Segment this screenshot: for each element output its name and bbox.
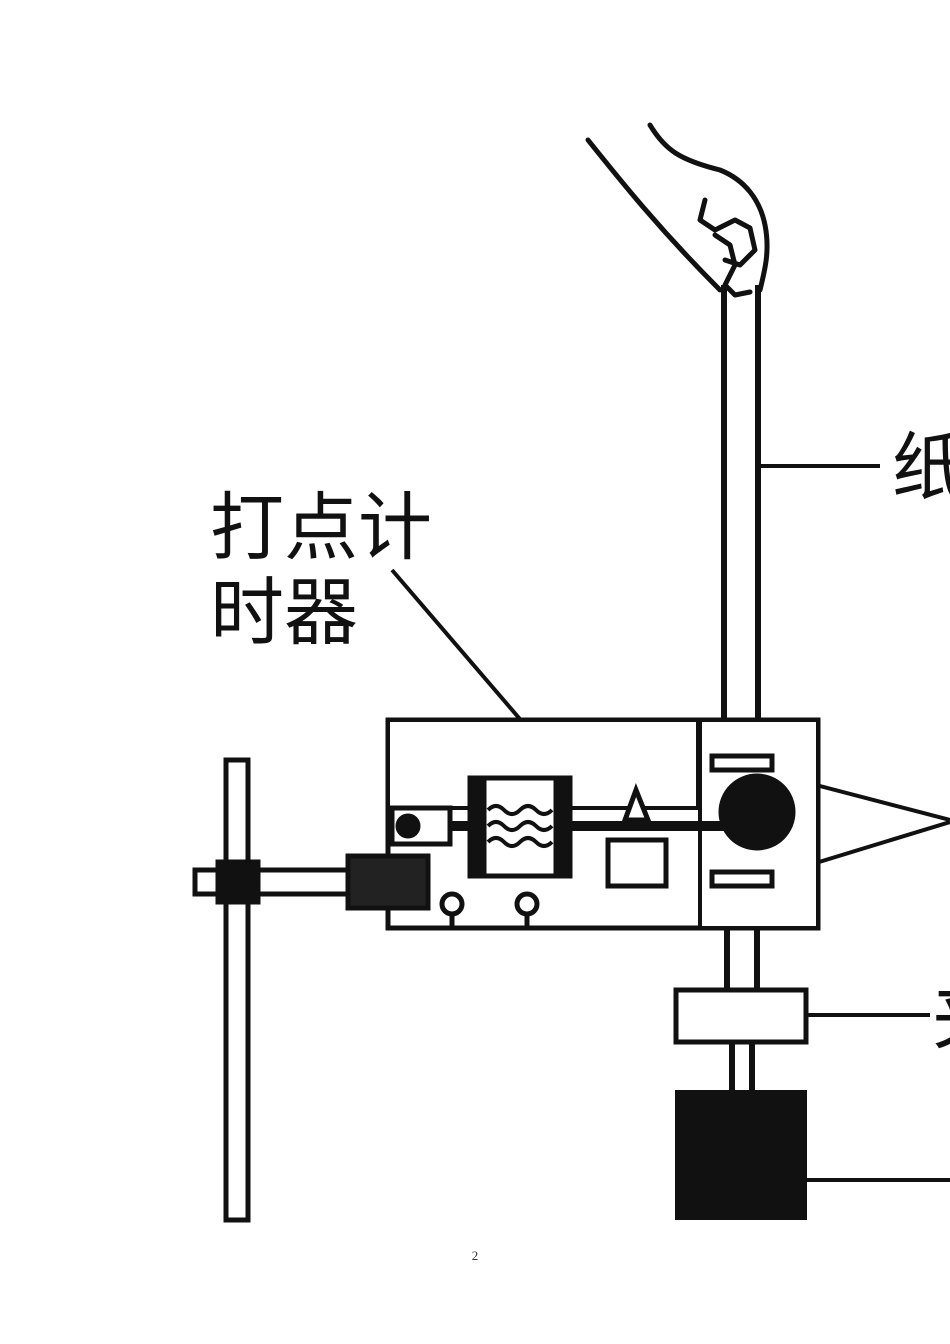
weight-block [675,1090,807,1220]
hand-illustration [585,122,770,298]
ticker-timer [345,717,821,931]
timer-label-line2: 时器 [210,570,358,656]
mounting-block [345,853,431,911]
carbon-disc [718,773,796,851]
limit-hole-lower [709,869,775,889]
terminal-left [439,891,465,917]
boss-clamp [215,859,261,905]
timer-label-line1: 打点计 [210,485,432,571]
tape-clamp [673,987,809,1045]
magnet-post [621,783,652,823]
tape-label-partial: 纸 [892,425,950,511]
page-number: 2 [471,1248,479,1263]
clamp-label-partial: 夹 [932,974,950,1060]
terminal-right [514,891,540,917]
limit-hole-upper [709,753,775,773]
iron-stand [192,757,363,1223]
paper-tape [721,285,761,1090]
timer-leader-line [390,568,527,727]
